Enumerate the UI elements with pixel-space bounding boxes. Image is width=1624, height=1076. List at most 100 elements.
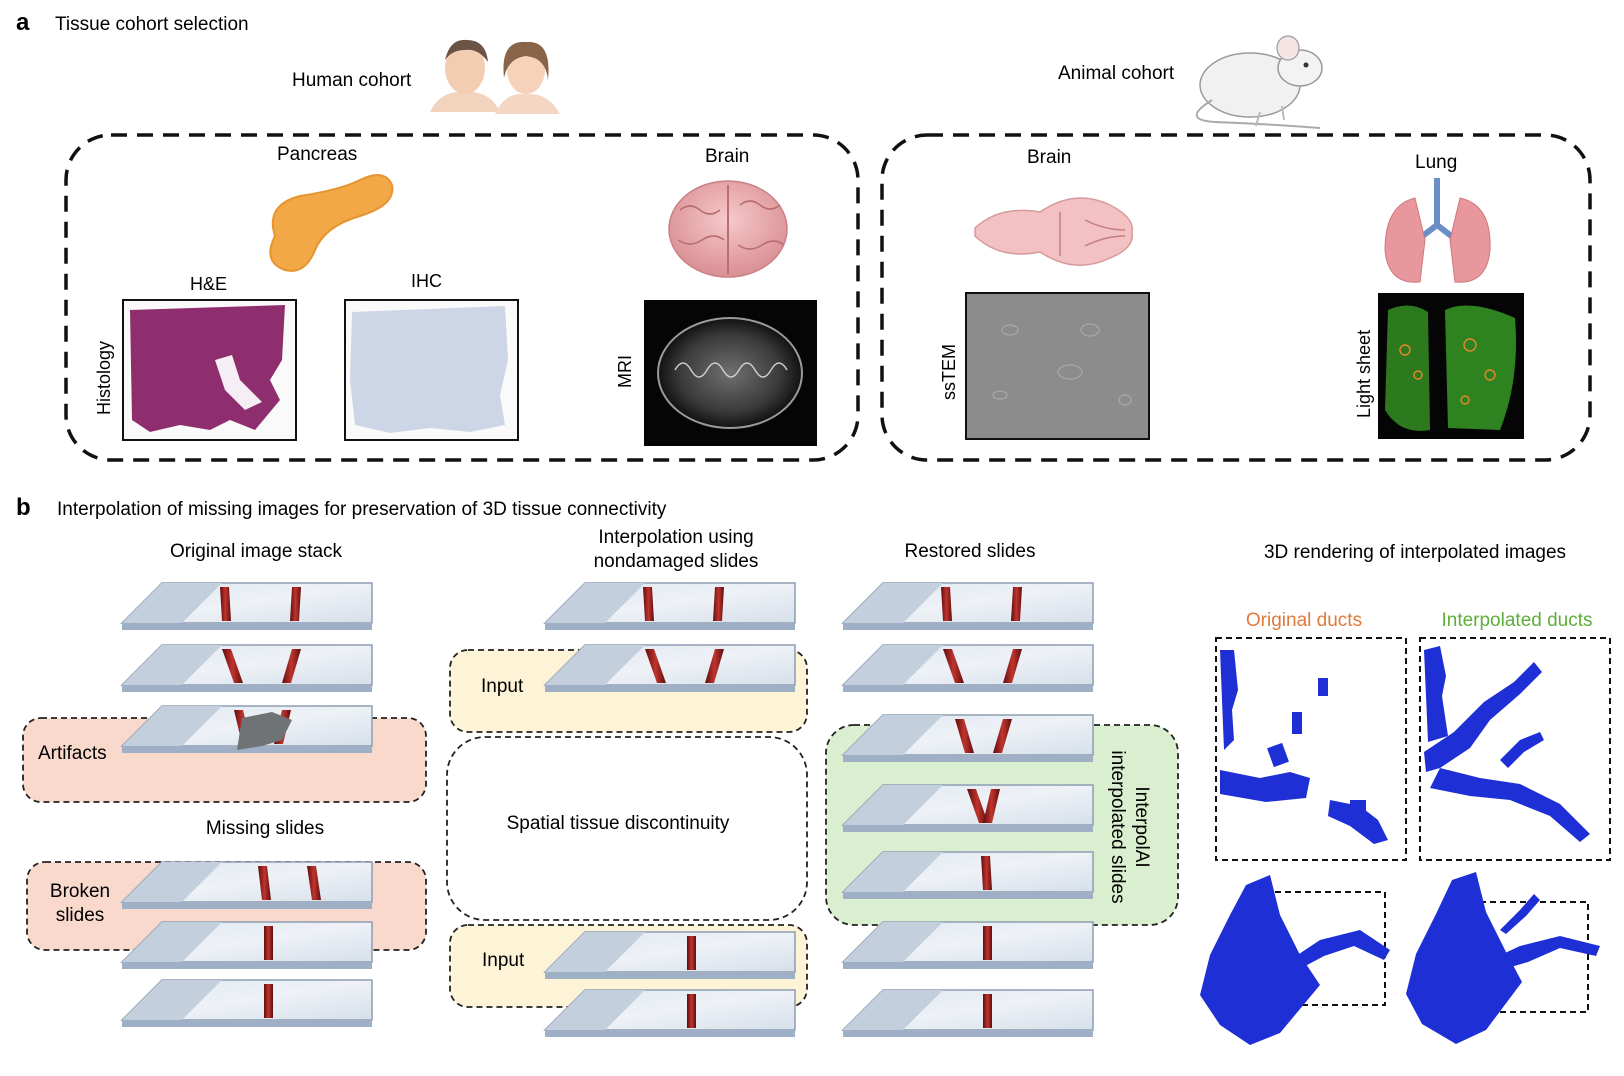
col1-slide-6-edge xyxy=(122,1020,372,1027)
col3-slide-1-edge xyxy=(843,623,1093,630)
original-ducts-render xyxy=(1220,650,1388,844)
interpolated-ducts-render xyxy=(1424,646,1590,842)
col3-slide-4-edge xyxy=(843,825,1093,832)
animal-cohort-box xyxy=(880,133,1592,462)
col1-slide-4-edge xyxy=(122,902,372,909)
interpolated-render-box xyxy=(1419,637,1611,861)
interpolai-label-line1: InterpolAI xyxy=(1131,786,1152,867)
interpolai-label-line2: interpolated slides xyxy=(1107,750,1128,903)
col2-slide-3-label-area xyxy=(545,932,645,972)
col3-title: Restored slides xyxy=(905,541,1036,562)
mouse-icon xyxy=(1195,35,1323,129)
col2-slide-1-duct xyxy=(643,587,654,621)
ihc-tissue xyxy=(350,306,508,433)
col1-slide-1-duct xyxy=(220,587,231,621)
animal-cohort-label: Animal cohort xyxy=(1058,63,1175,84)
ihc-label: IHC xyxy=(411,271,442,291)
col1-slide-3-edge xyxy=(122,746,372,753)
discontinuity-label: Spatial tissue discontinuity xyxy=(507,813,730,834)
col3-slide-1-duct xyxy=(1011,587,1022,621)
col3-slide-1-duct xyxy=(941,587,952,621)
lung-label: Lung xyxy=(1415,152,1457,173)
human-cohort-box xyxy=(64,133,860,462)
col2-slide-4-duct xyxy=(687,994,696,1028)
col2-slide-2-duct xyxy=(645,649,666,683)
col1-slide-4-duct xyxy=(307,866,321,900)
col1-slide-5-duct xyxy=(264,926,273,960)
col3-slide-3-label-area xyxy=(843,715,943,755)
panel-b-title: Interpolation of missing images for pres… xyxy=(57,499,667,520)
panel-b-letter: b xyxy=(16,494,31,521)
human-brain-label: Brain xyxy=(705,146,749,167)
col2-slide-2-label-area xyxy=(545,645,645,685)
original-render-box xyxy=(1215,637,1407,861)
col2-slide-1-edge xyxy=(545,623,795,630)
col3-slide-6-edge xyxy=(843,962,1093,969)
original-ducts-label: Original ducts xyxy=(1246,610,1362,631)
slide-stacks xyxy=(120,582,1094,1037)
human-figures-icon xyxy=(430,39,560,114)
col1-slide-4-duct xyxy=(258,866,271,900)
artifact-mark xyxy=(237,712,292,750)
col3-slide-4-duct xyxy=(967,789,988,823)
col3-slide-2-label-area xyxy=(843,645,943,685)
ssTEM-label: ssTEM xyxy=(939,344,959,400)
interpolated-3d-render xyxy=(1406,872,1600,1044)
col3-slide-3-duct xyxy=(993,719,1012,753)
col3-slide-7-label-area xyxy=(843,990,943,1030)
original-3d-inset-box xyxy=(1264,891,1386,1006)
he-label: H&E xyxy=(190,274,227,294)
col3-slide-5-label-area xyxy=(843,852,943,892)
sstem-image xyxy=(965,292,1150,440)
col2-slide-3-duct xyxy=(687,936,696,970)
col1-slide-1-edge xyxy=(122,623,372,630)
col2-title-line1: Interpolation using xyxy=(598,527,753,548)
lightsheet-vessels xyxy=(1399,338,1496,405)
sstem-texture xyxy=(992,323,1132,406)
missing-slides-label: Missing slides xyxy=(206,818,324,839)
panel-a-title: Tissue cohort selection xyxy=(55,14,249,35)
artifacts-label: Artifacts xyxy=(38,743,107,764)
col1-slide-3-label-area xyxy=(122,706,222,746)
lung-icon xyxy=(1384,178,1491,283)
col1-slide-5-edge xyxy=(122,962,372,969)
col2-slide-1-label-area xyxy=(545,583,645,623)
mouse-brain-label: Brain xyxy=(1027,147,1071,168)
col2-title-line2: nondamaged slides xyxy=(594,551,759,572)
col2-slide-4-label-area xyxy=(545,990,645,1030)
col3-slide-7-edge xyxy=(843,1030,1093,1037)
col3-slide-2-edge xyxy=(843,685,1093,692)
col2-slide-1-duct xyxy=(713,587,724,621)
col3-slide-4-duct xyxy=(983,789,1000,823)
interpolated-ducts-label: Interpolated ducts xyxy=(1441,610,1592,631)
panel-a-letter: a xyxy=(16,9,30,36)
mri-brain-slice xyxy=(657,317,803,429)
col2-slide-2-edge xyxy=(545,685,795,692)
pancreas-icon xyxy=(269,174,394,272)
col2-slide-2-duct xyxy=(705,649,724,683)
discontinuity-box xyxy=(446,736,808,921)
col1-slide-4-label-area xyxy=(122,862,222,902)
lightsheet-lung-left xyxy=(1385,305,1430,431)
col1-slide-2-duct xyxy=(222,649,243,683)
broken-label-line1: Broken xyxy=(50,881,110,902)
col1-slide-1-duct xyxy=(290,587,301,621)
mri-label: MRI xyxy=(615,355,635,388)
histology-label: Histology xyxy=(94,341,114,415)
col3-slide-2-duct xyxy=(1003,649,1022,683)
col1-slide-2-duct xyxy=(282,649,301,683)
mouse-brain-icon xyxy=(974,197,1134,266)
col1-slide-1-label-area xyxy=(122,583,222,623)
col1-slide-2-edge xyxy=(122,685,372,692)
pancreas-label: Pancreas xyxy=(277,144,357,165)
human-brain-icon xyxy=(668,180,788,278)
broken-label-line2: slides xyxy=(56,905,105,926)
col3-slide-1-label-area xyxy=(843,583,943,623)
col3-slide-3-edge xyxy=(843,755,1093,762)
he-tissue-gap xyxy=(215,355,262,410)
col4-title: 3D rendering of interpolated images xyxy=(1264,542,1566,563)
col1-slide-5-label-area xyxy=(122,922,222,962)
col3-slide-5-duct xyxy=(981,856,992,890)
col3-slide-5-edge xyxy=(843,892,1093,899)
